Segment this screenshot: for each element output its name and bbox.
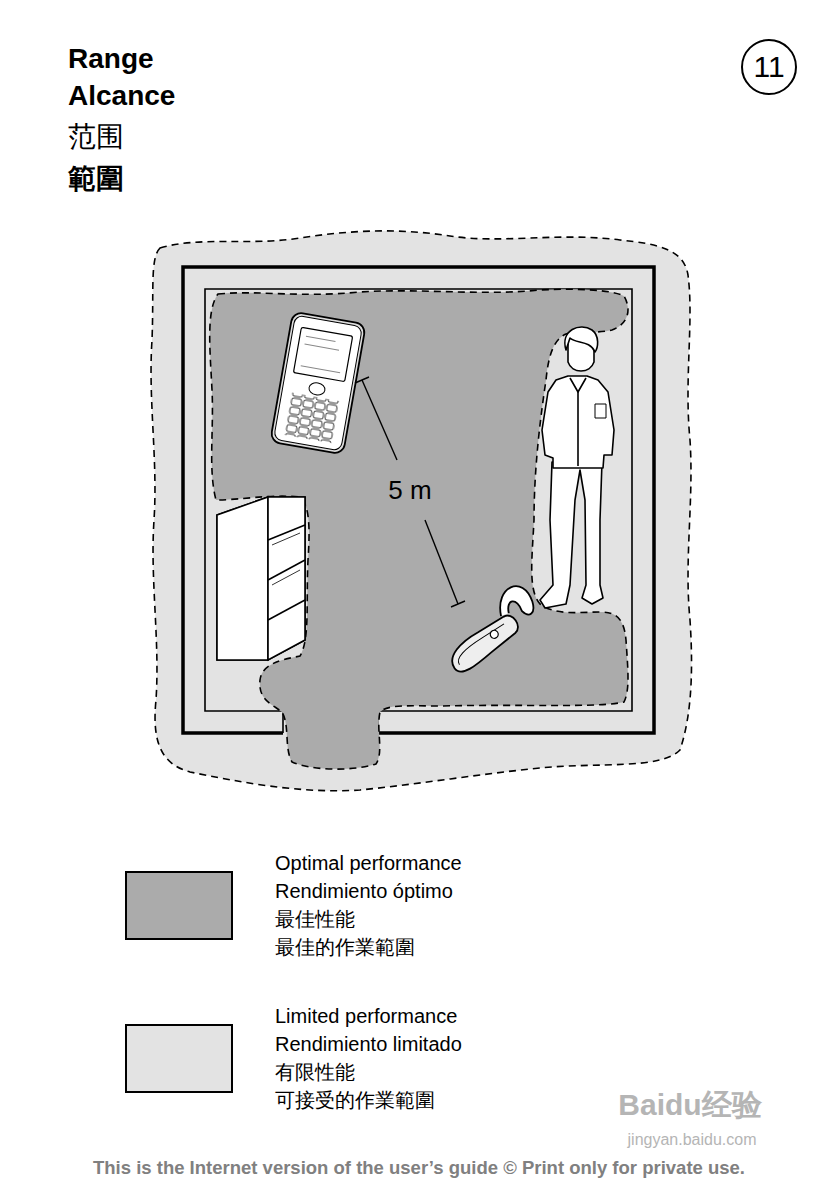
title: Range <box>68 43 154 75</box>
bluetooth-headset <box>435 581 545 676</box>
mobile-phone <box>270 312 366 455</box>
legend-swatch <box>125 871 233 940</box>
optimal-region <box>210 289 628 769</box>
legend-text: Limited performance Rendimiento limitado… <box>275 1002 490 1114</box>
dimension-label: 5 m <box>385 475 434 506</box>
dimension-line <box>355 377 465 607</box>
title-simplified-chinese: 范围 <box>68 118 124 156</box>
title-spanish: Alcance <box>68 80 175 112</box>
watermark-url: jingyan.baidu.com <box>628 1131 757 1149</box>
callout-circle <box>742 40 796 94</box>
page-number: 11 <box>753 50 784 84</box>
footer-note: This is the Internet version of the user… <box>93 1157 745 1179</box>
bookshelf <box>217 497 305 660</box>
legend-text: Optimal performance Rendimiento óptimo 最… <box>275 849 490 961</box>
limited-region <box>151 231 691 791</box>
legend-swatch <box>125 1024 233 1093</box>
title-traditional-chinese: 範圍 <box>68 160 124 198</box>
watermark: Baidu经验 <box>618 1085 761 1126</box>
person <box>540 327 614 608</box>
